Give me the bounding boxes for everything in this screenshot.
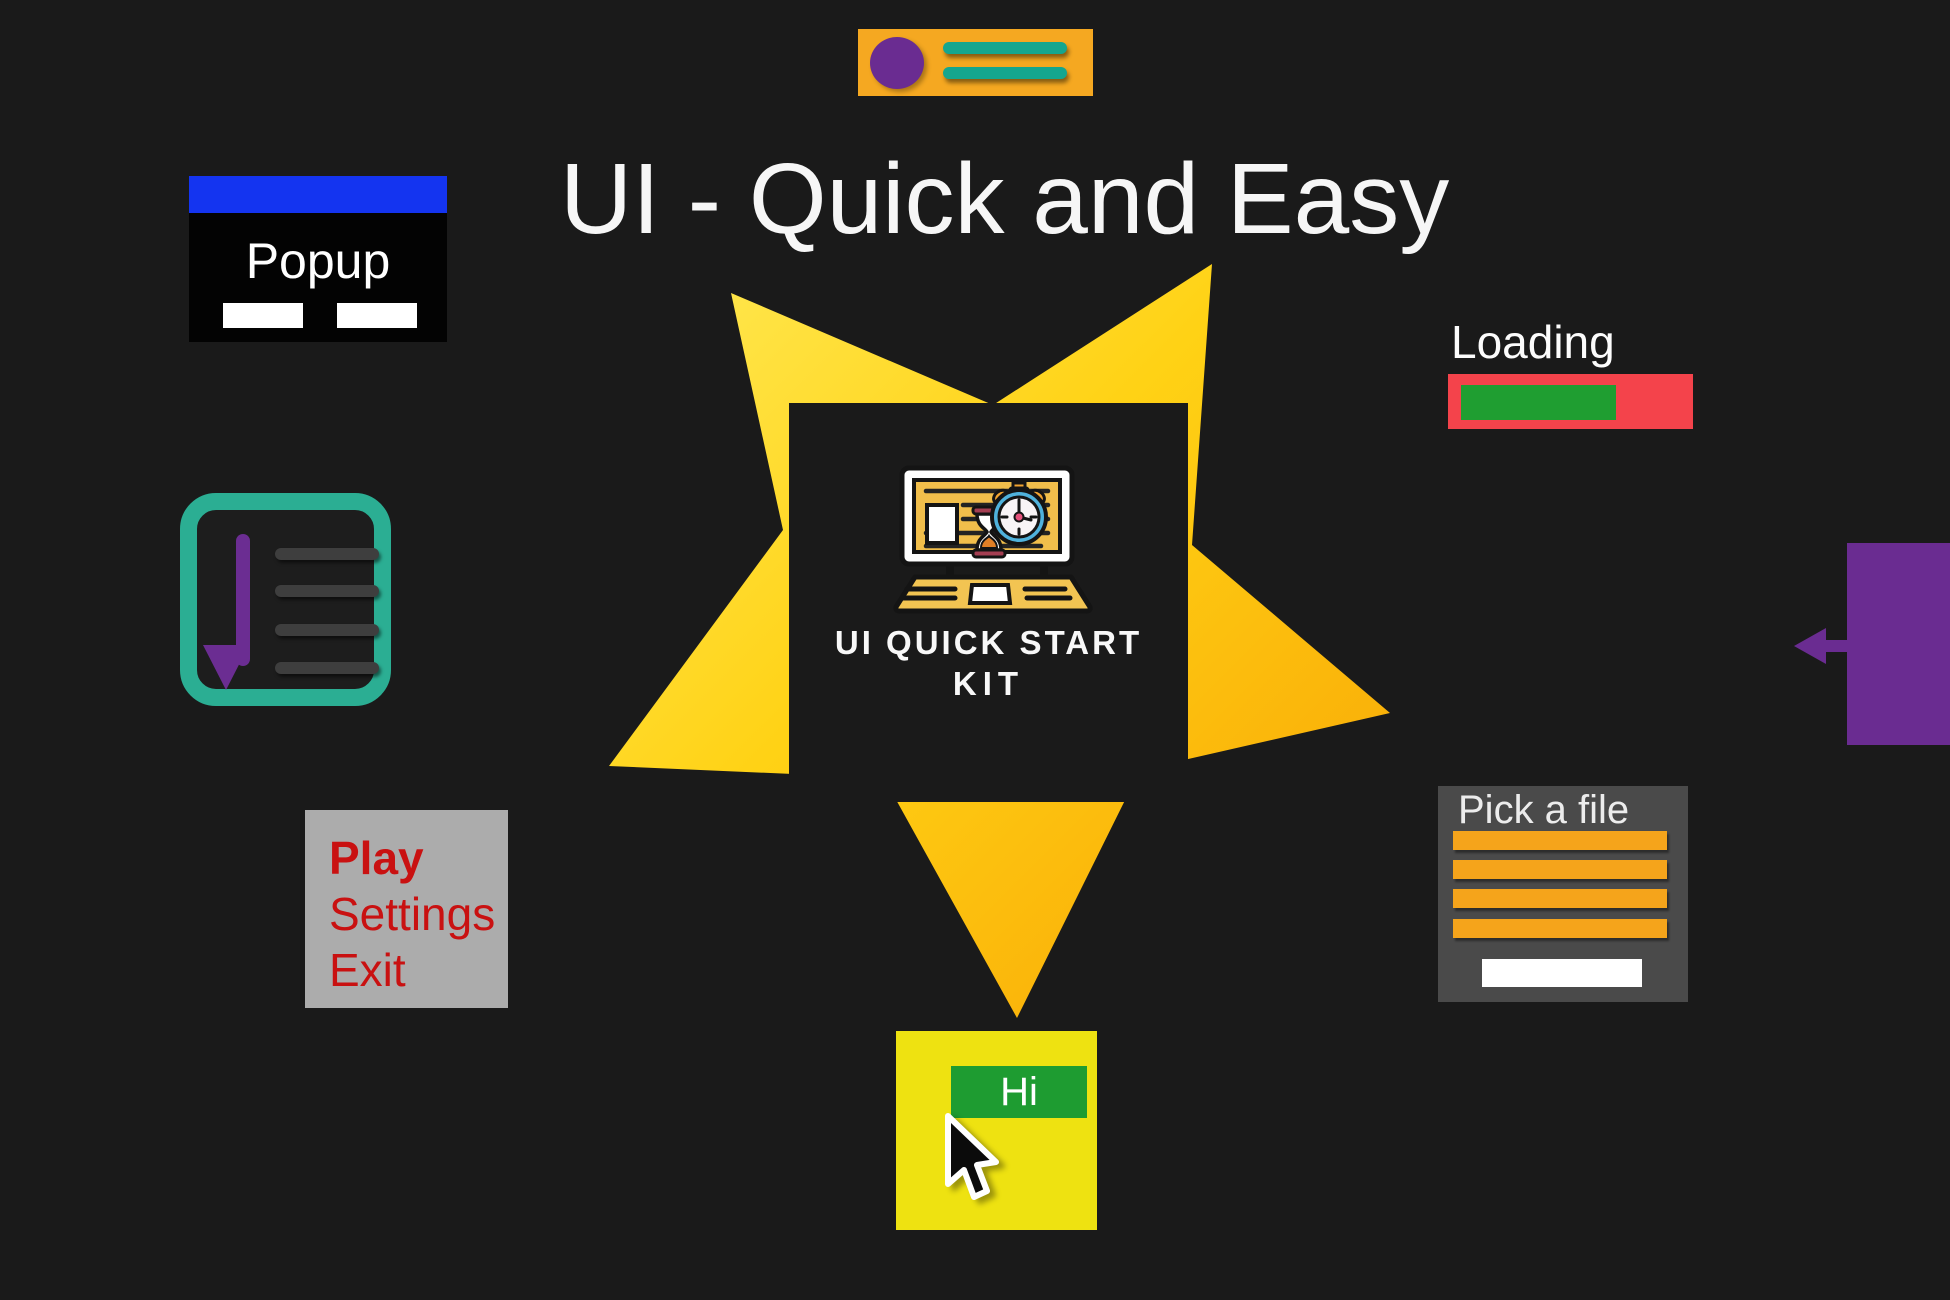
loading-bar: [1448, 374, 1693, 429]
list-line: [275, 585, 379, 597]
menu-item-settings[interactable]: Settings: [329, 888, 496, 940]
file-row[interactable]: [1453, 919, 1667, 938]
file-picker-confirm-button[interactable]: [1482, 959, 1642, 987]
hi-panel: Hi: [896, 1031, 1097, 1230]
scroll-arrow-shaft: [236, 534, 250, 666]
left-arrow-icon[interactable]: [1790, 624, 1850, 666]
slider-widget-icon[interactable]: [858, 29, 1093, 96]
file-row[interactable]: [1453, 889, 1667, 908]
page-title: UI - Quick and Easy: [560, 143, 1450, 255]
popup-ok-button[interactable]: [223, 303, 303, 328]
slider-bar-icon: [943, 67, 1067, 79]
list-line: [275, 624, 379, 636]
logo-text-line1: UI QUICK START: [834, 624, 1143, 661]
laptop-timer-logo: [893, 465, 1093, 614]
file-picker-title: Pick a file: [1458, 788, 1630, 832]
slider-bar-icon: [943, 42, 1067, 54]
popup-cancel-button[interactable]: [337, 303, 417, 328]
scroll-list-icon: [180, 493, 391, 706]
menu-item-play[interactable]: Play: [329, 832, 424, 884]
back-panel: [1847, 543, 1950, 745]
file-picker: Pick a file: [1438, 786, 1688, 1002]
list-line: [275, 548, 379, 560]
logo-box: UI QUICK START KIT: [789, 403, 1188, 802]
slider-knob-icon[interactable]: [870, 37, 924, 89]
popup-title: Popup: [245, 233, 391, 289]
cursor-arrow-icon: [945, 1113, 999, 1200]
file-row[interactable]: [1453, 860, 1667, 879]
popup-titlebar[interactable]: [189, 176, 447, 213]
game-menu: Play Settings Exit: [305, 810, 508, 1008]
scroll-arrow-head-icon: [203, 645, 249, 690]
loading-label: Loading: [1451, 316, 1615, 368]
popup-window: Popup: [189, 176, 447, 342]
file-row[interactable]: [1453, 831, 1667, 850]
loading-fill: [1461, 385, 1617, 420]
loading-track: [1461, 385, 1680, 420]
logo-text-line2: KIT: [952, 665, 1025, 702]
hi-button[interactable]: Hi: [951, 1066, 1087, 1118]
menu-item-exit[interactable]: Exit: [329, 944, 406, 996]
list-line: [275, 662, 379, 674]
